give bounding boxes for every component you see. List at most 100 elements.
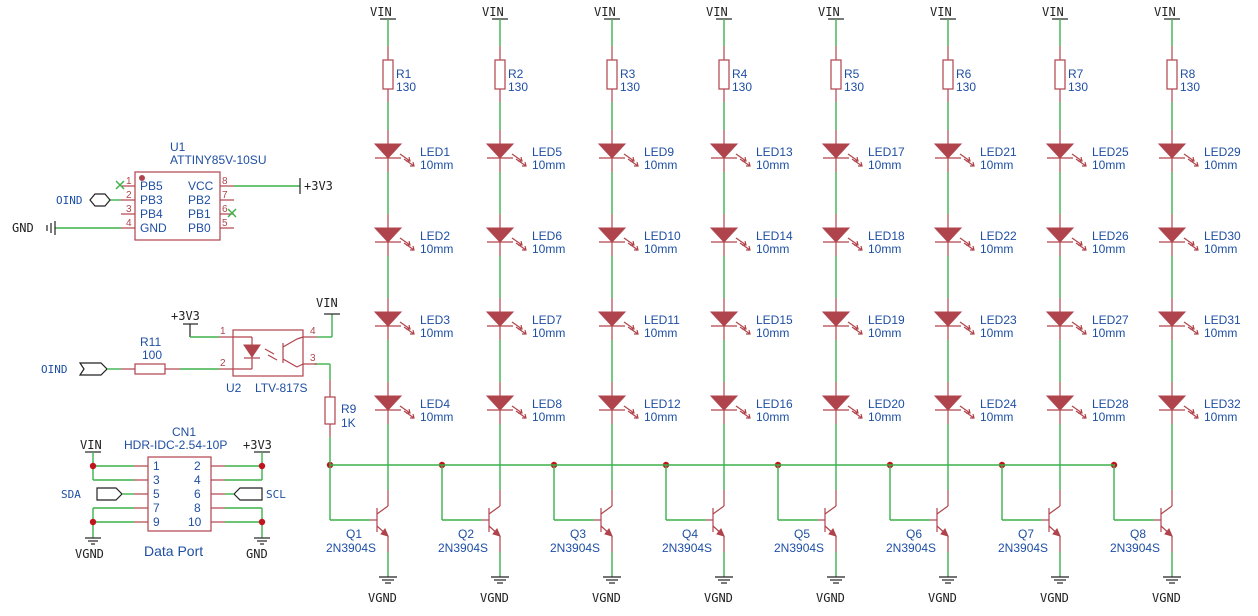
resistor-value: 130: [1068, 80, 1088, 94]
resistor-ref: R2: [508, 67, 524, 81]
mcu-pin-number: 3: [126, 204, 132, 215]
transistor-ref: Q1: [346, 527, 362, 541]
led-diode-icon: [933, 143, 963, 159]
mcu-pin-name: GND: [140, 221, 167, 235]
opto-part: LTV-817S: [255, 381, 307, 395]
mcu-pin-number: 5: [222, 218, 228, 229]
led-value: 10mm: [1204, 410, 1237, 424]
net-flag-oind-r11: [78, 362, 108, 376]
led-ref: LED24: [980, 397, 1017, 411]
led-ref: LED25: [1092, 145, 1129, 159]
resistor-ref: R4: [732, 67, 748, 81]
resistor-value: 130: [620, 80, 640, 94]
mcu-pin-number: 1: [126, 176, 132, 187]
resistor-r9: R9 1K: [314, 363, 357, 465]
mcu-pin-name: PB0: [188, 221, 211, 235]
resistor-r11: [134, 363, 166, 375]
led-value: 10mm: [532, 158, 565, 172]
led-value: 10mm: [420, 326, 453, 340]
resistor-ref: R8: [1180, 67, 1196, 81]
led-value: 10mm: [532, 410, 565, 424]
led-column: VINR7130LED2510mmLED2610mmLED2710mmLED28…: [998, 5, 1129, 605]
led-ref: LED30: [1204, 229, 1241, 243]
cn1-pin-number: 3: [153, 473, 160, 487]
led-ref: LED20: [868, 397, 905, 411]
led-diode-icon: [485, 227, 515, 243]
led-column: VINR5130LED1710mmLED1810mmLED1910mmLED20…: [774, 5, 905, 605]
led-diode-icon: [373, 227, 403, 243]
led-ref: LED4: [420, 397, 450, 411]
oind-label-r11: OIND: [41, 363, 68, 376]
led-diode-icon: [821, 395, 851, 411]
led-diode-icon: [597, 311, 627, 327]
led-diode-icon: [933, 311, 963, 327]
led-value: 10mm: [868, 242, 901, 256]
resistor-ref: R6: [956, 67, 972, 81]
led-diode-icon: [933, 227, 963, 243]
vin-label: VIN: [594, 5, 616, 19]
led-diode-icon: [597, 395, 627, 411]
led-ref: LED18: [868, 229, 905, 243]
transistor-part: 2N3904S: [774, 541, 824, 555]
transistor-ref: Q8: [1130, 527, 1146, 541]
gnd-label-u1: GND: [12, 221, 34, 235]
transistor-ref: Q4: [682, 527, 698, 541]
led-value: 10mm: [420, 242, 453, 256]
mcu-pin-number: 7: [222, 190, 228, 201]
sda-label: SDA: [61, 488, 81, 501]
vin-label: VIN: [930, 5, 952, 19]
led-diode-icon: [1045, 143, 1075, 159]
led-ref: LED28: [1092, 397, 1129, 411]
cn1-ref: CN1: [172, 425, 196, 439]
transistor-ref: Q5: [794, 527, 810, 541]
mcu-pin-name: PB5: [140, 179, 163, 193]
vin-label: VIN: [1042, 5, 1064, 19]
led-ref: LED6: [532, 229, 562, 243]
led-ref: LED27: [1092, 313, 1129, 327]
led-ref: LED13: [756, 145, 793, 159]
led-column: VINR1130LED110mmLED210mmLED310mmLED410mm…: [326, 5, 453, 605]
led-diode-icon: [709, 227, 739, 243]
cn1-caption: Data Port: [144, 543, 203, 559]
led-value: 10mm: [1204, 242, 1237, 256]
led-diode-icon: [373, 143, 403, 159]
led-column: VINR3130LED910mmLED1010mmLED1110mmLED121…: [550, 5, 681, 605]
r9-value: 1K: [341, 416, 356, 430]
net-flag-scl: [233, 487, 263, 501]
cn1-pin-number: 9: [153, 515, 160, 529]
cn1-3v3-label: +3V3: [243, 438, 272, 452]
resistor-value: 130: [508, 80, 528, 94]
led-ref: LED2: [420, 229, 450, 243]
transistor-part: 2N3904S: [662, 541, 712, 555]
led-value: 10mm: [1092, 158, 1125, 172]
vgnd-label: VGND: [480, 591, 509, 605]
led-value: 10mm: [868, 158, 901, 172]
cn1-pin-number: 8: [194, 501, 201, 515]
cn1-vgnd-label: VGND: [75, 547, 104, 561]
led-value: 10mm: [756, 410, 789, 424]
transistor-part: 2N3904S: [550, 541, 600, 555]
led-value: 10mm: [868, 326, 901, 340]
resistor-value: 130: [844, 80, 864, 94]
led-diode-icon: [597, 143, 627, 159]
resistor-value: 130: [1180, 80, 1200, 94]
net-flag-oind-u1: [89, 193, 111, 207]
led-ref: LED22: [980, 229, 1017, 243]
led-diode-icon: [373, 311, 403, 327]
cn1-part: HDR-IDC-2.54-10P: [124, 438, 227, 452]
